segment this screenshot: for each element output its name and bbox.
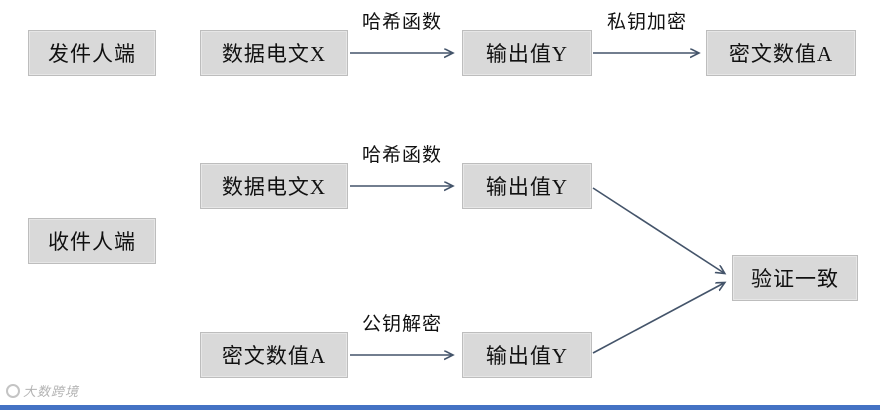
- node-receiver-output-top: 输出值Y: [462, 163, 592, 209]
- edge-label-hash-bottom: 哈希函数: [361, 145, 442, 166]
- watermark-logo-icon: [6, 383, 20, 398]
- edge-label-public-decrypt: 公钥解密: [361, 314, 442, 335]
- node-receiver-data: 数据电文X: [200, 163, 348, 209]
- node-sender-side: 发件人端: [28, 30, 156, 76]
- watermark: 大数跨境: [6, 381, 79, 400]
- node-receiver-cipher: 密文数值A: [200, 332, 348, 378]
- arrow-output-bottom-to-verify: [592, 283, 724, 354]
- edge-label-hash-top: 哈希函数: [361, 12, 442, 33]
- node-sender-output: 输出值Y: [462, 30, 592, 76]
- bottom-accent-bar: [0, 405, 880, 410]
- edge-label-private-encrypt: 私钥加密: [606, 12, 687, 33]
- arrow-output-top-to-verify: [592, 187, 724, 273]
- node-sender-data: 数据电文X: [200, 30, 348, 76]
- watermark-text: 大数跨境: [23, 384, 80, 399]
- node-sender-cipher: 密文数值A: [706, 30, 856, 76]
- node-receiver-side: 收件人端: [28, 218, 156, 264]
- node-verify: 验证一致: [732, 255, 858, 301]
- node-receiver-output-bottom: 输出值Y: [462, 332, 592, 378]
